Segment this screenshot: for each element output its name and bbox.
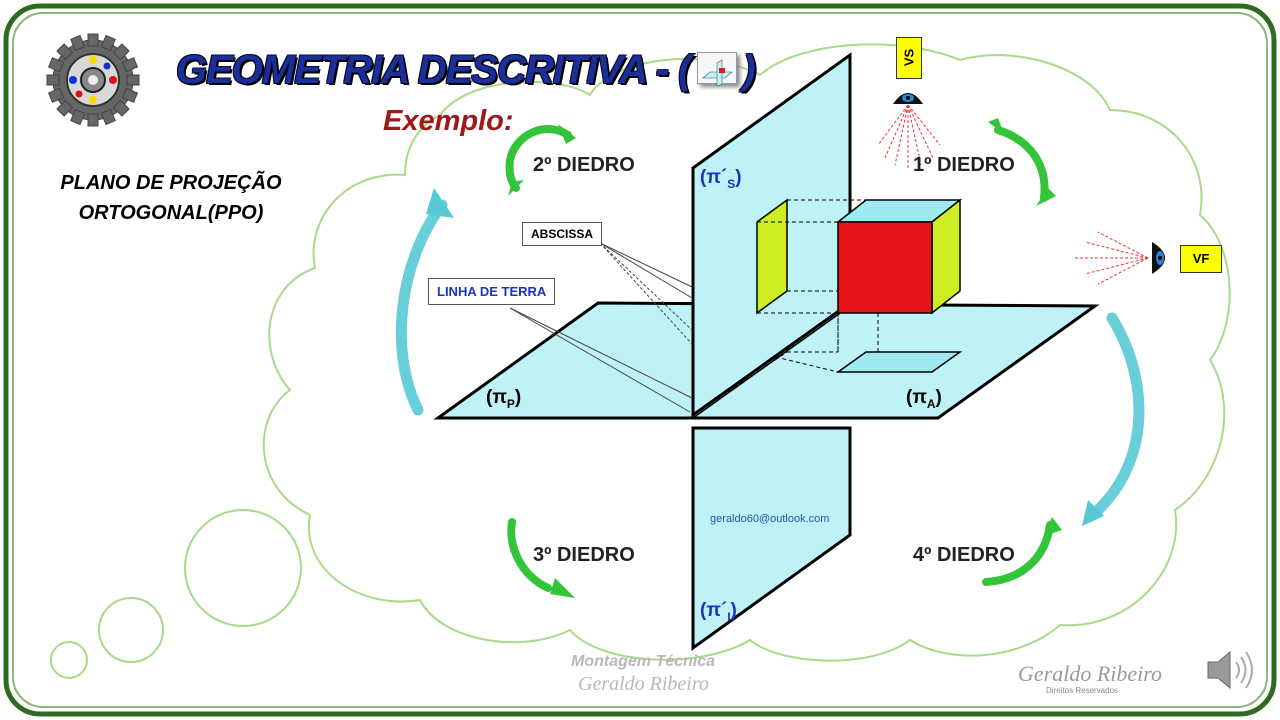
vf-tag: VF: [1180, 245, 1222, 273]
vs-tag: VS: [896, 37, 922, 79]
credit-line1: Montagem Técnica: [571, 653, 716, 670]
plane-anterior-label: (πA): [906, 387, 942, 411]
side-heading: PLANO DE PROJEÇÃO ORTOGONAL(PPO): [36, 168, 306, 228]
eye-icon-top: [893, 93, 923, 104]
vertical-plane-lower: [691, 426, 852, 651]
horizontal-projection: [835, 351, 963, 373]
eye-icon-front: [1152, 242, 1165, 274]
ground-line: [692, 305, 851, 419]
title-text: GEOMETRIA DESCRITIVA - (: [176, 48, 692, 92]
inner-frame: [12, 12, 1268, 708]
side-heading-line1: PLANO DE PROJEÇÃO: [60, 172, 282, 194]
diedro-1-label: 1º DIEDRO: [913, 154, 1015, 176]
credit-line2: Geraldo Ribeiro: [578, 673, 709, 695]
green-arrow-heads: [508, 118, 1062, 598]
signature-rights: Direitos Reservados: [1046, 686, 1119, 695]
email-text: geraldo60@outlook.com: [710, 513, 830, 525]
cube-front-face: [837, 221, 933, 314]
abscissa-label: ABSCISSA: [522, 222, 603, 246]
cyan-arrow-heads: [426, 188, 1104, 526]
top-view-rays: [877, 104, 941, 168]
green-arrows: [505, 125, 1054, 592]
front-view-rays: [1075, 231, 1149, 285]
vs-tag-text: VS: [901, 48, 917, 67]
diedro-2-label: 2º DIEDRO: [533, 154, 635, 176]
title-close: ): [742, 48, 756, 92]
signature-name: Geraldo Ribeiro: [1018, 661, 1162, 686]
diedro-3-label: 3º DIEDRO: [533, 544, 635, 566]
plane-posterior-label: (πP): [486, 387, 522, 411]
plane-thumbnail-icon: [696, 52, 737, 87]
subtitle: Exemplo:: [383, 105, 514, 137]
outer-frame: [3, 3, 1277, 717]
cyan-arrows: [395, 199, 1145, 516]
plane-inferior-label: (π´I): [700, 600, 737, 624]
label-pointers: [509, 242, 693, 413]
diedro-4-label: 4º DIEDRO: [913, 544, 1015, 566]
plane-superior-label: (π´S): [700, 167, 742, 191]
page-title: GEOMETRIA DESCRITIVA - (): [176, 48, 756, 93]
linha-terra-label: LINHA DE TERRA: [428, 278, 556, 305]
speaker-icon[interactable]: [1207, 650, 1253, 690]
gear-logo-icon: [46, 33, 140, 127]
side-heading-line2: ORTOGONAL(PPO): [78, 202, 264, 224]
